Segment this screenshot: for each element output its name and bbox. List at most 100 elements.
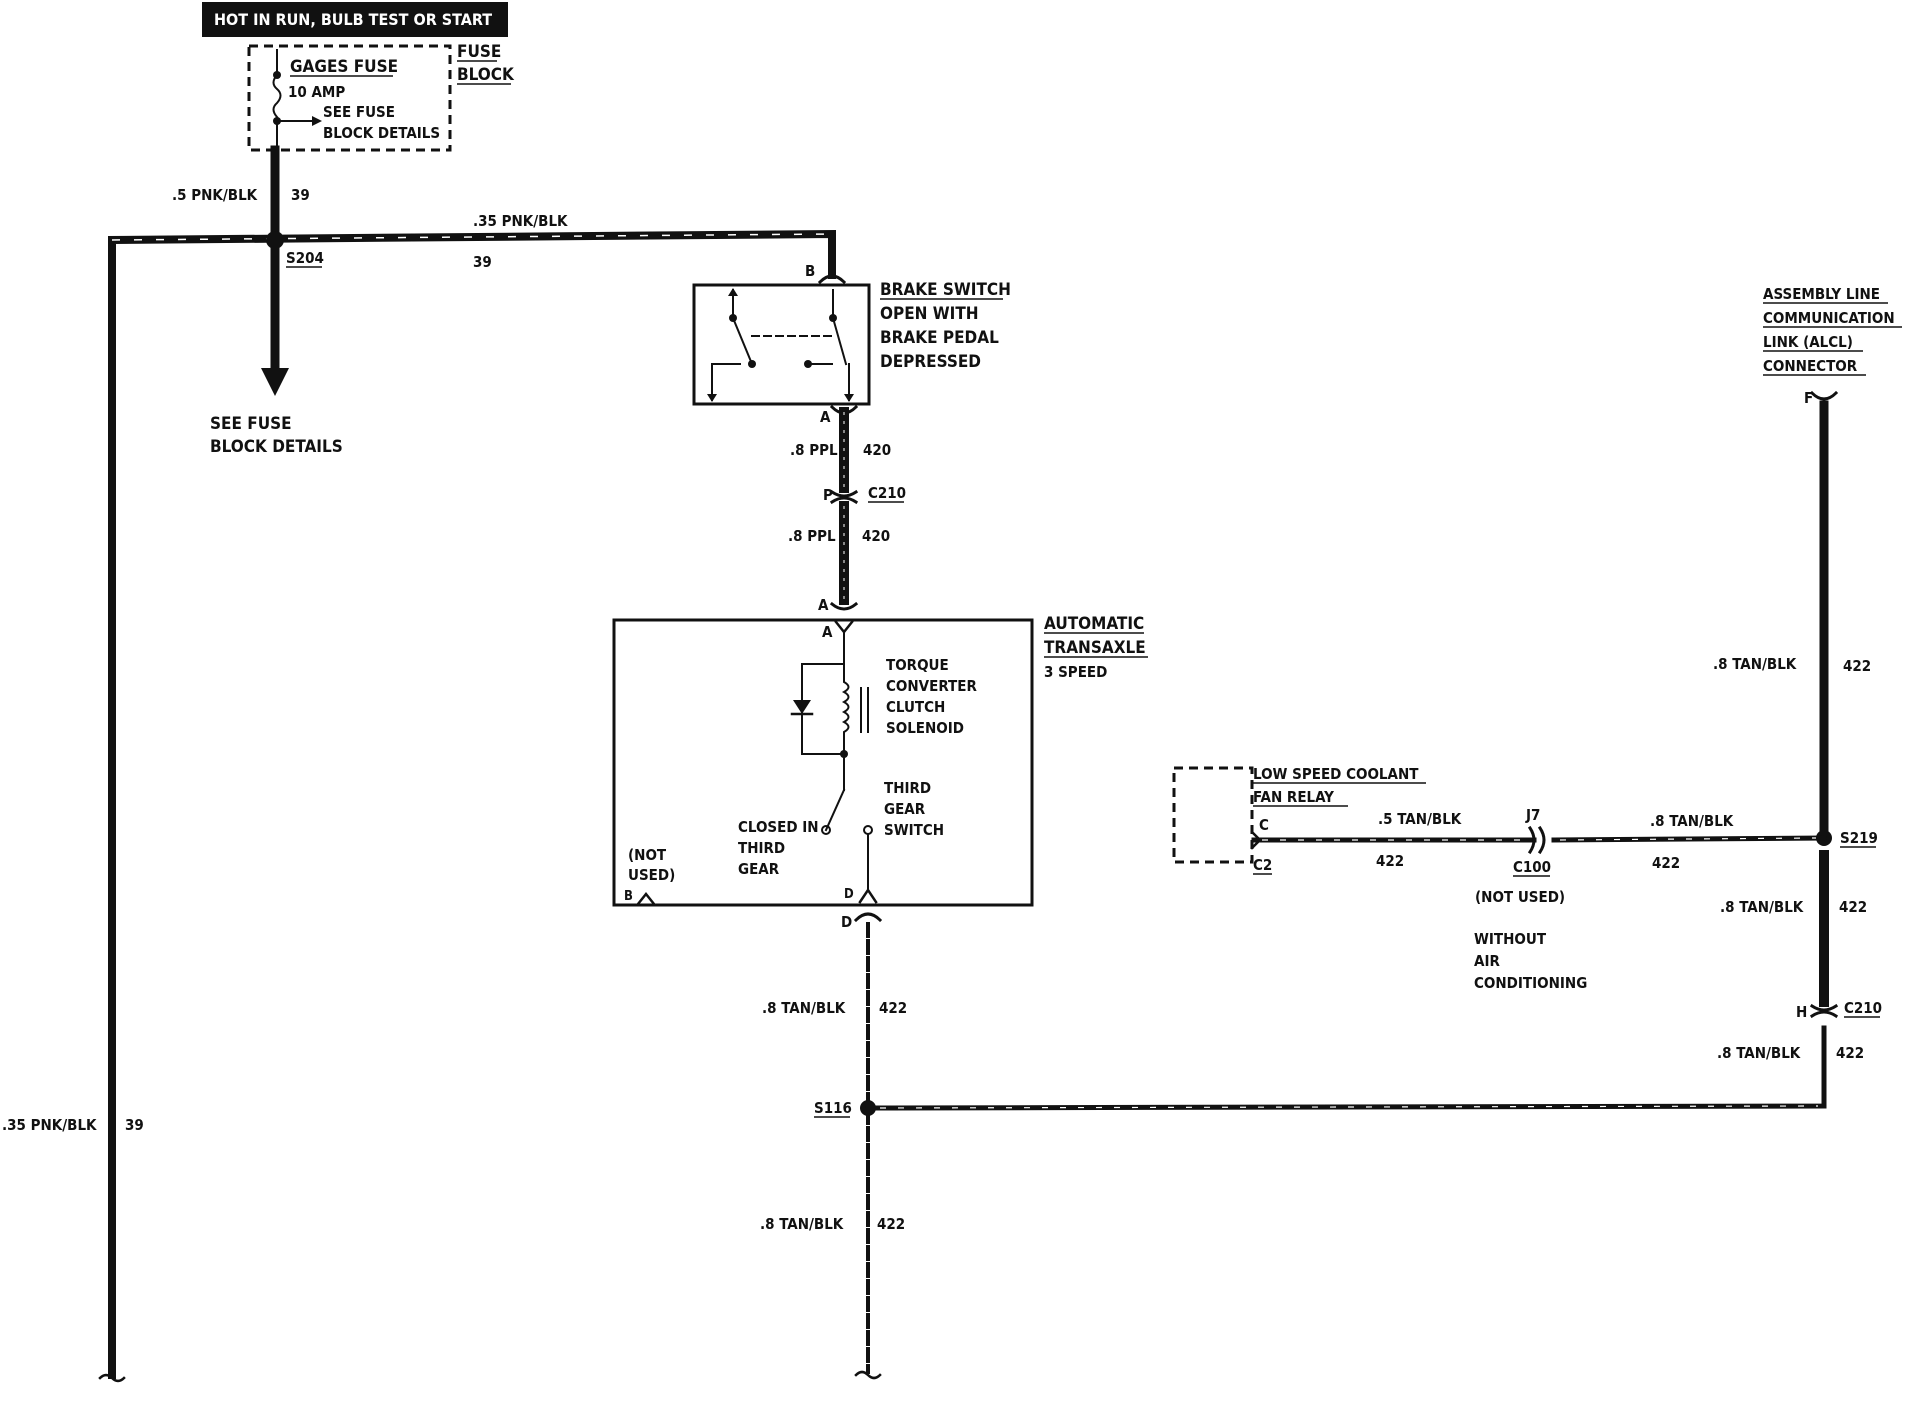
relay-pin-c: C xyxy=(1259,816,1269,834)
splice-s116-label: S116 xyxy=(814,1099,852,1117)
brake-contact-r-arrow-icon xyxy=(844,394,854,402)
c210-lower-connector-icon-a xyxy=(1809,1003,1839,1012)
switch-label-2: GEAR xyxy=(884,800,926,818)
closed-label-1: CLOSED IN xyxy=(738,818,819,836)
c100-pin: J7 xyxy=(1525,806,1540,824)
c100-cond-2: AIR xyxy=(1474,952,1500,970)
trans-pin-d-outer-connector-icon xyxy=(853,912,883,923)
brake-contact-l-fixed xyxy=(748,360,756,368)
fuse-element xyxy=(272,73,282,119)
trans-pin-a-outer: A xyxy=(818,596,829,614)
c100-connector-icon-a xyxy=(1527,825,1536,855)
alcl-title-4: CONNECTOR xyxy=(1763,357,1858,375)
wire-pnk-blk-run-texture xyxy=(111,233,833,241)
fuse-details-arrow-icon xyxy=(312,116,322,126)
trans-pin-d-outer: D xyxy=(841,913,852,931)
fuse-rating: 10 AMP xyxy=(288,83,345,101)
splice-s219-label: S219 xyxy=(1840,829,1878,847)
transaxle-title-1: AUTOMATIC xyxy=(1044,614,1144,634)
wire-alcl-circuit: 422 xyxy=(1843,657,1871,675)
switch-label-1: THIRD xyxy=(884,779,931,797)
not-used-label-2: USED) xyxy=(628,866,675,884)
trans-pin-a-outer-connector-icon xyxy=(829,601,859,611)
wire-j7-gauge: .8 TAN/BLK xyxy=(1650,812,1734,830)
brake-contact-l-bottom-arrow-icon xyxy=(707,394,717,402)
wire-c210-s116-circuit: 422 xyxy=(1836,1044,1864,1062)
solenoid-label-1: TORQUE xyxy=(886,656,949,674)
solenoid-label-4: SOLENOID xyxy=(886,719,964,737)
wire-s219-c210-gauge: .8 TAN/BLK xyxy=(1720,898,1804,916)
wire-c210-s116-gauge: .8 TAN/BLK xyxy=(1717,1044,1801,1062)
switch-contact-right xyxy=(863,825,873,835)
relay-title-2: FAN RELAY xyxy=(1253,788,1334,806)
transaxle-title-2: TRANSAXLE xyxy=(1044,638,1146,658)
trans-pin-d-inner: D xyxy=(844,887,854,902)
relay-connector-c2: C2 xyxy=(1253,856,1272,874)
brake-switch-title: BRAKE SWITCH xyxy=(880,280,1011,300)
brake-contact-l-blade xyxy=(731,316,754,366)
c210-upper-connector-icon-b xyxy=(829,496,859,505)
wire-trans-s116-circuit: 422 xyxy=(879,999,907,1017)
wire-left-continuation-icon xyxy=(98,1373,126,1383)
brake-switch-box xyxy=(692,283,871,406)
fuse-name: GAGES FUSE xyxy=(290,57,398,77)
c210-lower-pin: H xyxy=(1796,1003,1807,1021)
fuse-block-label-2: BLOCK xyxy=(457,65,515,85)
solenoid-coil-icon xyxy=(841,663,850,755)
power-label-box xyxy=(202,2,508,37)
fuse-see-details-1: SEE FUSE xyxy=(323,103,395,121)
not-used-label-1: (NOT xyxy=(628,846,667,864)
wire-s116-down-circuit: 422 xyxy=(877,1215,905,1233)
alcl-pin-f: F xyxy=(1804,389,1813,407)
wire-s219-c210-circuit: 422 xyxy=(1839,898,1867,916)
brake-pin-b: B xyxy=(805,262,815,280)
wire-s116-down-gauge: .8 TAN/BLK xyxy=(760,1215,844,1233)
brake-switch-desc-2: BRAKE PEDAL xyxy=(880,328,999,348)
wire-fuse-gauge: .5 PNK/BLK xyxy=(172,186,258,204)
trans-pin-d-inner-icon xyxy=(858,887,878,904)
wire-top-circuit: 39 xyxy=(473,253,492,271)
trans-pin-b-icon xyxy=(636,891,656,906)
c100-note: (NOT USED) xyxy=(1475,888,1565,906)
wire-trans-s116-gauge: .8 TAN/BLK xyxy=(762,999,846,1017)
power-label: HOT IN RUN, BULB TEST OR START xyxy=(214,10,492,29)
wire-left-gauge: .35 PNK/BLK xyxy=(2,1116,97,1134)
brake-pin-a: A xyxy=(820,408,831,426)
wire-ppl-lower-circuit: 420 xyxy=(862,527,890,545)
fuse-block-label-1: FUSE xyxy=(457,42,501,62)
wire-relay-circuit: 422 xyxy=(1376,852,1404,870)
diode-icon xyxy=(793,700,811,714)
transaxle-subtitle: 3 SPEED xyxy=(1044,663,1107,681)
wire-fuse-circuit: 39 xyxy=(291,186,310,204)
c100-connector-icon-b xyxy=(1537,825,1546,855)
trans-pin-a-inner-icon xyxy=(834,620,854,635)
solenoid-label-3: CLUTCH xyxy=(886,698,945,716)
see-fuse-details-1: SEE FUSE xyxy=(210,414,292,434)
wire-relay-s219-texture xyxy=(1262,837,1817,841)
switch-label-3: SWITCH xyxy=(884,821,944,839)
c210-upper-name: C210 xyxy=(868,484,906,502)
wire-ppl-lower-gauge: .8 PPL xyxy=(788,527,836,545)
c100-cond-1: WITHOUT xyxy=(1474,930,1547,948)
wire-left-circuit: 39 xyxy=(125,1116,144,1134)
wire-ppl-upper-circuit: 420 xyxy=(863,441,891,459)
wire-pnk-blk-run xyxy=(108,229,836,1379)
trans-diode-loop xyxy=(801,663,845,755)
c100-cond-3: CONDITIONING xyxy=(1474,974,1587,992)
relay-outline xyxy=(1172,766,1254,864)
c210-upper-connector-icon-a xyxy=(829,489,859,498)
splice-s204-label: S204 xyxy=(286,249,324,267)
alcl-pin-connector-icon xyxy=(1809,390,1839,401)
wire-s116-to-c210-lower xyxy=(865,1025,1827,1111)
fuse-block-outline xyxy=(247,44,452,152)
wire-alcl-gauge: .8 TAN/BLK xyxy=(1713,655,1797,673)
solenoid-label-2: CONVERTER xyxy=(886,677,977,695)
wire-ppl-upper-gauge: .8 PPL xyxy=(790,441,838,459)
switch-contact-left xyxy=(821,825,831,835)
wire-top-gauge: .35 PNK/BLK xyxy=(473,212,568,230)
alcl-title-3: LINK (ALCL) xyxy=(1763,333,1853,351)
wire-s116-to-c210-lower-texture xyxy=(879,1105,1819,1109)
transaxle-box xyxy=(612,618,1034,907)
relay-pin-c-icon xyxy=(1250,830,1262,850)
